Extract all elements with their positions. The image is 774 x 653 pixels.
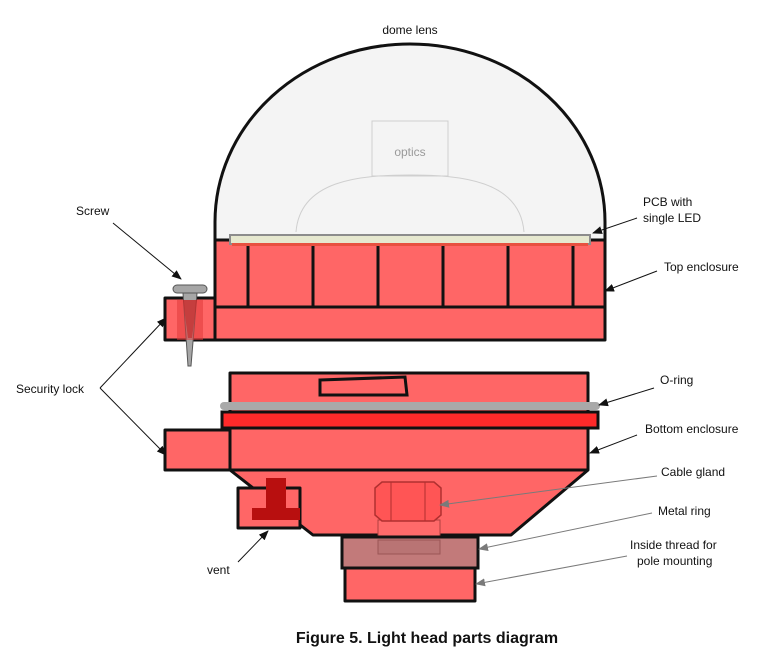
dome-lens <box>213 42 607 242</box>
leader-bottom-enclosure <box>589 434 638 454</box>
metal-ring-label: Metal ring <box>658 504 711 518</box>
leader-o-ring <box>598 387 655 407</box>
figure-caption: Figure 5. Light head parts diagram <box>296 630 558 647</box>
leader-pcb <box>592 217 638 234</box>
pcb-board <box>229 234 591 245</box>
vent-label: vent <box>207 563 230 577</box>
screw <box>172 284 208 367</box>
dome-lens-label: dome lens <box>382 23 437 37</box>
gland-shaft <box>377 539 441 555</box>
bottom-enclosure-label: Bottom enclosure <box>645 422 739 436</box>
twist-lock-notch <box>318 375 409 397</box>
leader-cable-gland <box>439 475 658 508</box>
pcb-label-line2: single LED <box>643 211 701 225</box>
leader-vent <box>237 530 269 563</box>
bottom-security-lock <box>163 428 237 472</box>
cable-gland-label: Cable gland <box>661 465 725 479</box>
reflector <box>295 174 525 233</box>
optics-box <box>371 120 449 177</box>
top-enclosure-label: Top enclosure <box>664 260 739 274</box>
leader-top-enclosure <box>604 270 658 292</box>
o-ring-label: O-ring <box>660 373 693 387</box>
screw-label: Screw <box>76 204 110 218</box>
optics-label: optics <box>394 145 425 159</box>
thread-label-line2: pole mounting <box>637 554 712 568</box>
leader-screw <box>112 222 182 280</box>
leader-security-lock-top <box>99 317 167 389</box>
leader-metal-ring <box>478 512 653 552</box>
pole-mount-thread <box>343 566 477 603</box>
pcb-label-line1: PCB with <box>643 195 692 209</box>
leader-pole-thread <box>475 555 628 587</box>
top-enclosure <box>213 238 607 342</box>
security-lock-label: Security lock <box>16 382 85 396</box>
o-ring <box>220 410 600 430</box>
thread-label-line1: Inside thread for <box>630 538 717 552</box>
led-strip <box>232 243 588 246</box>
vent-body <box>252 478 300 520</box>
leader-security-lock-bottom <box>99 387 167 456</box>
